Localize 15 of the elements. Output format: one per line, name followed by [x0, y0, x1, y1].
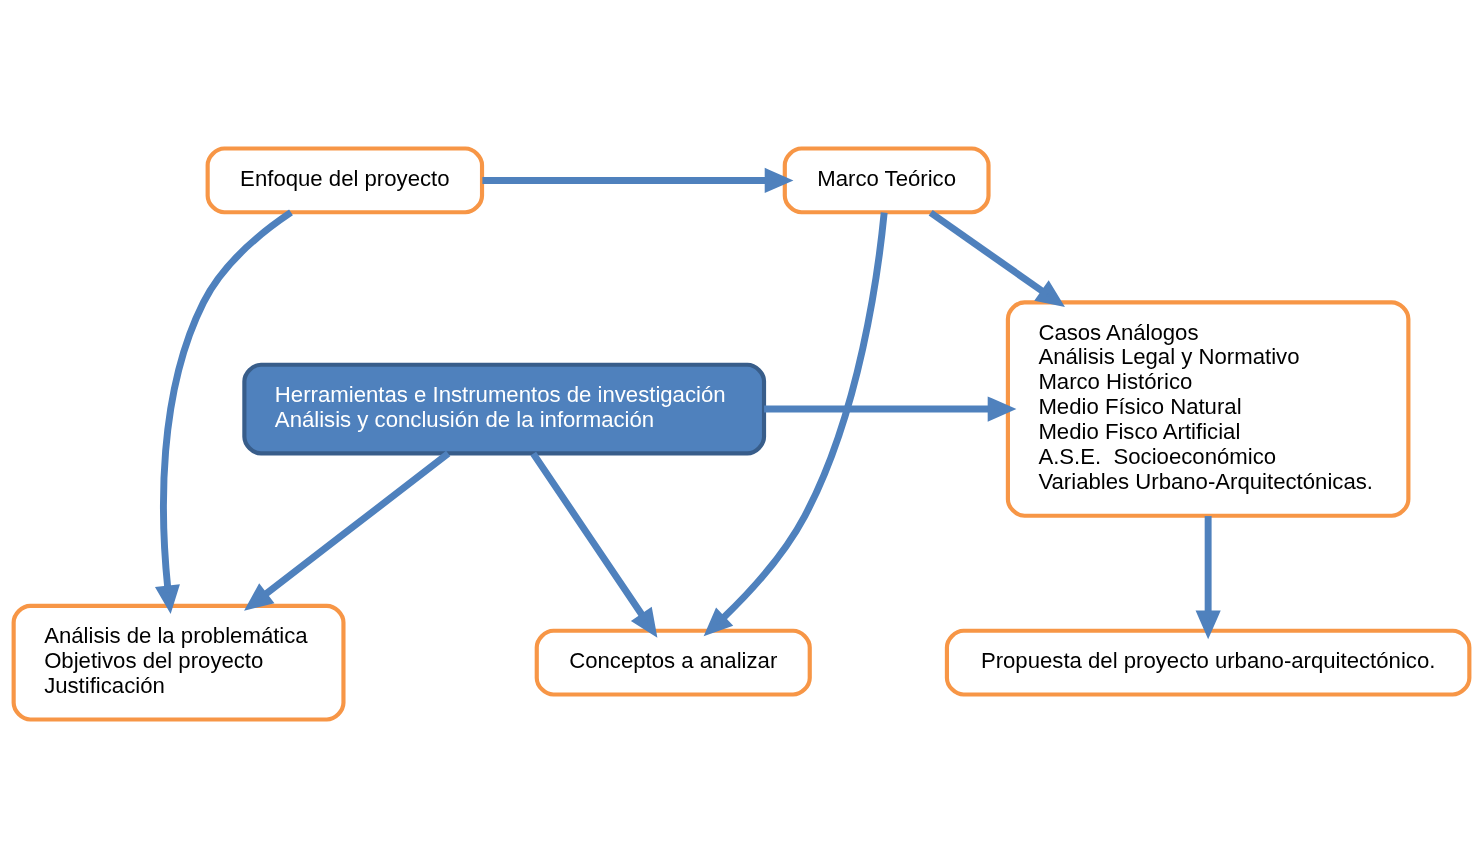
arrow	[154, 209, 293, 614]
arrow	[1195, 515, 1221, 639]
node-box: Herramientas e Instrumentos de investigación Análisis y conclusión de la información	[242, 362, 767, 455]
node-box: Propuesta del proyecto urbano-arquitectónico.	[944, 628, 1472, 697]
node-box: Enfoque del proyecto	[205, 145, 485, 214]
arrow	[703, 211, 888, 636]
arrow	[482, 167, 794, 193]
arrow	[244, 450, 451, 611]
node-box: Marco Teórico	[782, 145, 991, 214]
arrow	[530, 451, 658, 638]
node-box: Análisis de la problemática Objetivos del proyecto Justificación	[11, 603, 346, 722]
arrow	[764, 396, 1017, 422]
arrow	[928, 209, 1065, 307]
node-box: Casos Análogos Análisis Legal y Normativo Marco Histórico Medio Físico Natural Medio Fisco Artificial A.S.E. Socioeconómico Variables Urbano-Arquitectónicas.	[1005, 299, 1411, 518]
node-box: Conceptos a analizar	[534, 628, 812, 697]
